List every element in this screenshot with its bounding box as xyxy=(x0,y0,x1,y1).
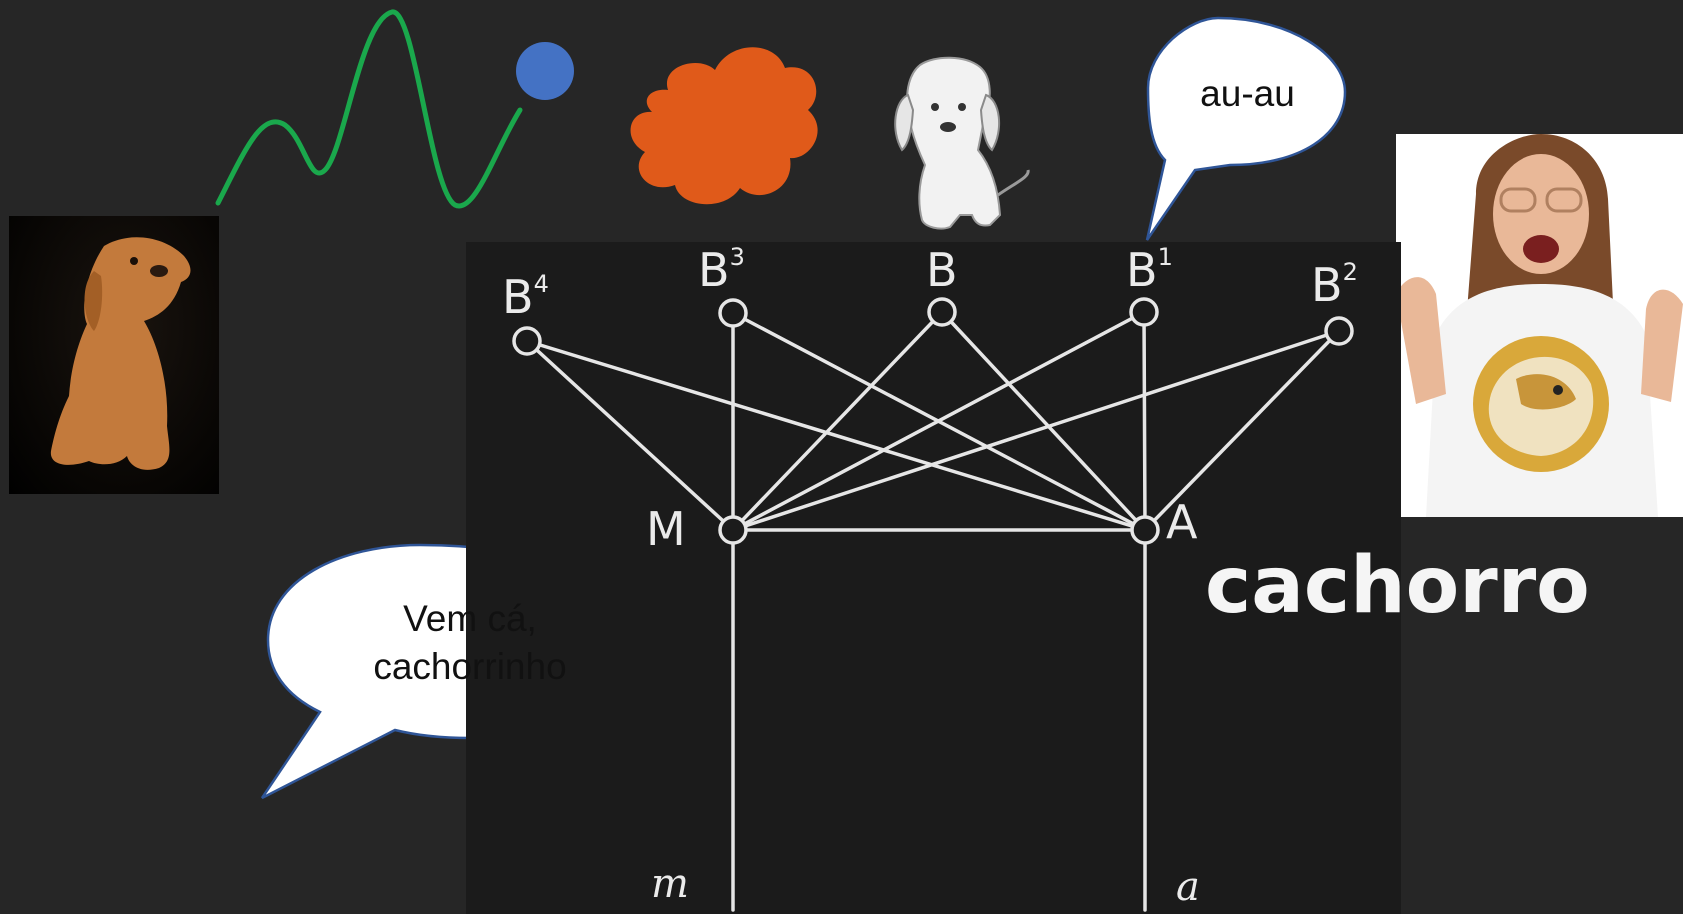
node-b3 xyxy=(718,298,748,328)
bubble-bottom-line2: cachorrinho xyxy=(373,646,567,688)
label-m-lower: m xyxy=(651,861,689,907)
dog-shirt-icon xyxy=(1488,356,1594,456)
bubble-bottom-line1: Vem cá, xyxy=(403,598,537,639)
label-b2: B2 xyxy=(1311,258,1358,312)
sound-wave-icon xyxy=(215,9,523,209)
word-cachorro: cachorro xyxy=(1205,541,1590,631)
puppy-drawing-icon xyxy=(894,56,1030,230)
speech-bubble-top xyxy=(1145,16,1347,241)
orange-blob-icon xyxy=(630,47,818,205)
node-m xyxy=(718,515,748,545)
node-b1 xyxy=(1129,297,1159,327)
label-a: A xyxy=(1166,495,1198,549)
label-b1: B1 xyxy=(1126,243,1173,297)
node-b2 xyxy=(1324,316,1354,346)
node-a xyxy=(1130,515,1160,545)
label-m: M xyxy=(646,502,686,556)
bubble-bottom-text: Vem cá, cachorrinho xyxy=(300,595,640,691)
label-b3: B3 xyxy=(698,243,745,297)
diagram-lines xyxy=(512,297,1354,912)
woman-photo xyxy=(1396,134,1683,517)
bubble-top-text: au-au xyxy=(1200,73,1295,114)
label-a-lower: a xyxy=(1176,864,1200,910)
association-diagram: B4 B3 B B1 B2 M A m a xyxy=(466,242,1401,914)
label-b: B xyxy=(926,243,958,297)
label-b4: B4 xyxy=(502,270,549,324)
puppy-photo xyxy=(9,216,219,494)
node-b xyxy=(927,297,957,327)
blue-dot-icon xyxy=(516,42,574,100)
node-b4 xyxy=(512,326,542,356)
